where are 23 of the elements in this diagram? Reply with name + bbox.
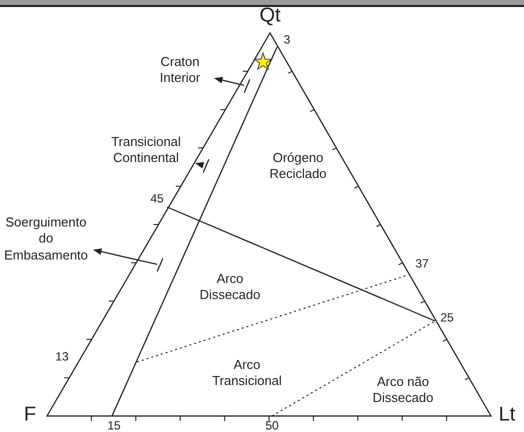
tick-bar	[244, 79, 250, 93]
field-label: Arco Dissecado	[198, 270, 262, 304]
tick-bar	[203, 159, 209, 173]
vertex-label: Lt	[498, 402, 516, 428]
field-label: Arco Transicional	[211, 356, 283, 390]
tick-value: 13	[55, 350, 69, 364]
tick-value: 15	[107, 418, 121, 432]
leader-arrow	[214, 76, 244, 86]
tick-value: 45	[150, 192, 164, 206]
tick-value: 37	[415, 256, 429, 272]
leader-arrow	[195, 162, 204, 169]
field-label: Orógeno Reciclado	[268, 150, 328, 182]
vertex-label: Qt	[259, 4, 281, 28]
field-label: Arco não Dissecado	[372, 374, 434, 406]
setting-label: Soerguimento do Embasamento	[0, 214, 94, 264]
tick-value: 25	[440, 310, 454, 326]
vertex-label: F	[24, 402, 36, 428]
leader-arrow	[93, 248, 158, 265]
tick-bar	[157, 258, 163, 272]
tick-value: 3	[284, 32, 290, 48]
setting-label: Transicional Continental	[96, 134, 196, 166]
setting-label: Craton Interior	[145, 54, 215, 86]
tick-value: 50	[265, 418, 279, 432]
